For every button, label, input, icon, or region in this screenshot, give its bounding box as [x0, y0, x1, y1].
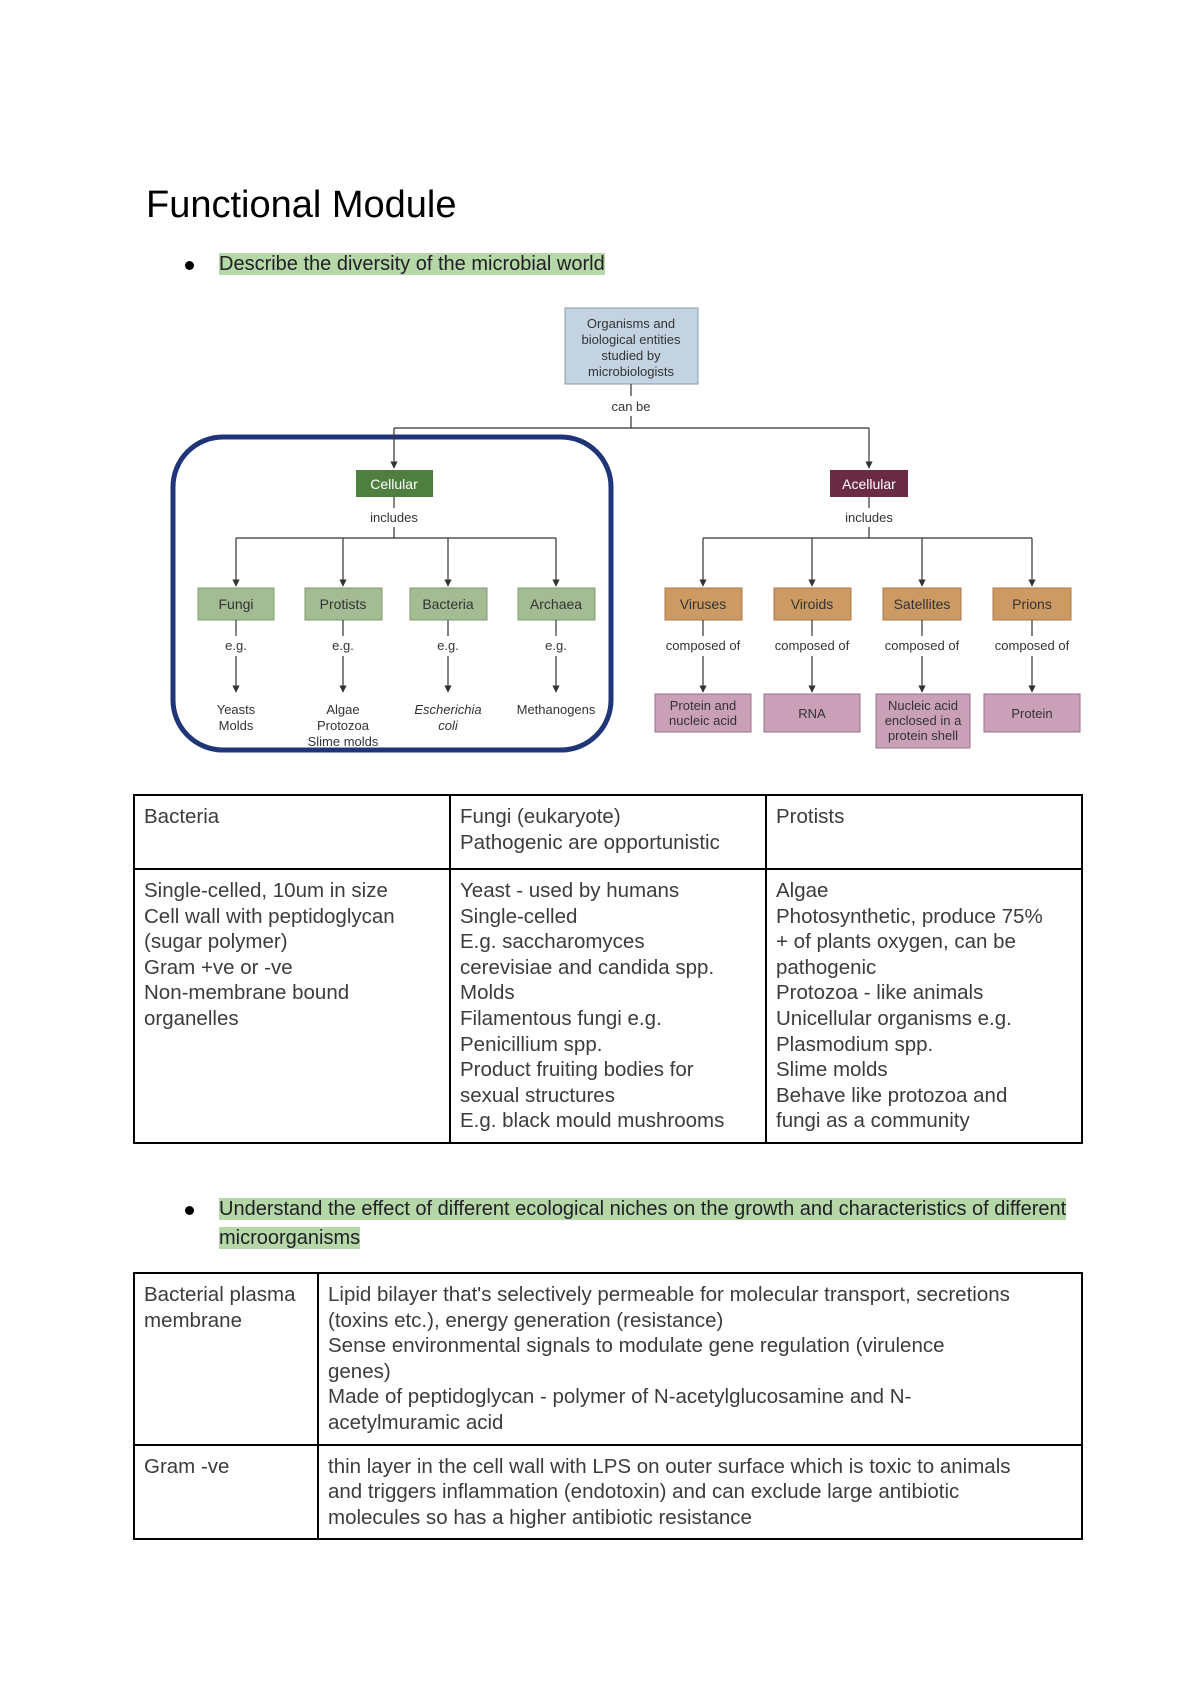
viroids-box [773, 587, 852, 621]
table-cell: Protists [765, 794, 1083, 870]
archaea-box [517, 587, 596, 621]
composition-box [654, 693, 752, 733]
eg-label: e.g. [545, 638, 567, 653]
bullet-item: Understand the effect of different ecolo… [185, 1195, 1079, 1253]
bacteria-box [409, 587, 488, 621]
example-text: Protozoa [317, 718, 370, 733]
cellular-label: Cellular [370, 476, 418, 492]
table-row: Single-celled, 10um in size Cell wall wi… [133, 868, 1083, 1144]
composed-of-label: composed of [995, 638, 1070, 653]
protists-label: Protists [320, 596, 367, 612]
composition-text: Protein and [670, 698, 737, 713]
composition-box [875, 693, 971, 749]
composition-box [983, 693, 1081, 733]
root-box [564, 307, 699, 385]
bacteria-label: Bacteria [422, 596, 474, 612]
composition-text: Nucleic acid [888, 698, 958, 713]
page-title: Functional Module [146, 184, 457, 226]
root-line: microbiologists [588, 364, 674, 379]
microbe-comparison-table: Bacteria Fungi (eukaryote) Pathogenic ar… [133, 794, 1083, 1144]
table-row: Gram -ve thin layer in the cell wall wit… [133, 1443, 1083, 1541]
archaea-label: Archaea [530, 596, 582, 612]
root-line: Organisms and [587, 316, 675, 331]
eg-label: e.g. [332, 638, 354, 653]
cellular-box [356, 470, 433, 497]
root-line: biological entities [581, 332, 681, 347]
satellites-label: Satellites [894, 596, 951, 612]
root-line: studied by [601, 348, 661, 363]
ecological-niche-table: Bacterial plasma membrane Lipid bilayer … [133, 1272, 1083, 1541]
fungi-label: Fungi [218, 596, 253, 612]
viroids-label: Viroids [791, 596, 834, 612]
example-text: coli [438, 718, 459, 733]
composition-text: RNA [798, 706, 826, 721]
microbial-world-diagram: Organisms and biological entities studie… [170, 307, 1081, 753]
protists-box [304, 587, 383, 621]
example-text: Methanogens [517, 702, 596, 717]
composition-box [763, 693, 861, 733]
includes-label: includes [370, 510, 418, 525]
example-text: Molds [219, 718, 254, 733]
table-cell: Bacterial plasma membrane [133, 1272, 319, 1446]
composed-of-label: composed of [885, 638, 960, 653]
satellites-box [882, 587, 962, 621]
table-cell: Lipid bilayer that's selectively permeab… [317, 1272, 1083, 1446]
acellular-box [830, 470, 908, 497]
composed-of-label: composed of [775, 638, 850, 653]
example-text: Yeasts [217, 702, 256, 717]
table-cell: Gram -ve [133, 1443, 319, 1541]
table-cell: Fungi (eukaryote) Pathogenic are opportu… [449, 794, 767, 870]
composed-of-label: composed of [666, 638, 741, 653]
table-row: Bacterial plasma membrane Lipid bilayer … [133, 1272, 1083, 1446]
fungi-box [197, 587, 275, 621]
viruses-label: Viruses [680, 596, 726, 612]
acellular-label: Acellular [842, 476, 896, 492]
composition-text: nucleic acid [669, 713, 737, 728]
composition-text: Protein [1011, 706, 1052, 721]
includes-label: includes [845, 510, 893, 525]
composition-text: protein shell [888, 728, 958, 743]
table-cell: Bacteria [133, 794, 451, 870]
table-cell: thin layer in the cell wall with LPS on … [317, 1443, 1083, 1541]
bullet-text: Describe the diversity of the microbial … [219, 253, 605, 275]
table-header-row: Bacteria Fungi (eukaryote) Pathogenic ar… [133, 794, 1083, 870]
example-text: Slime molds [308, 734, 379, 749]
example-text: Escherichia [414, 702, 481, 717]
can-be-label: can be [611, 399, 650, 414]
eg-label: e.g. [225, 638, 247, 653]
eg-label: e.g. [437, 638, 459, 653]
bullet-dot [185, 1206, 194, 1215]
table-cell: Yeast - used by humans Single-celled E.g… [449, 868, 767, 1144]
table-cell: Single-celled, 10um in size Cell wall wi… [133, 868, 451, 1144]
example-text: Algae [326, 702, 359, 717]
bullet-dot [185, 261, 194, 270]
prions-box [992, 587, 1072, 621]
bullet-item: Describe the diversity of the microbial … [185, 250, 605, 279]
cellular-highlight-box [170, 434, 614, 753]
table-cell: Algae Photosynthetic, produce 75% + of p… [765, 868, 1083, 1144]
bullet-text: Understand the effect of different ecolo… [219, 1198, 1067, 1249]
prions-label: Prions [1012, 596, 1052, 612]
composition-text: enclosed in a [885, 713, 962, 728]
